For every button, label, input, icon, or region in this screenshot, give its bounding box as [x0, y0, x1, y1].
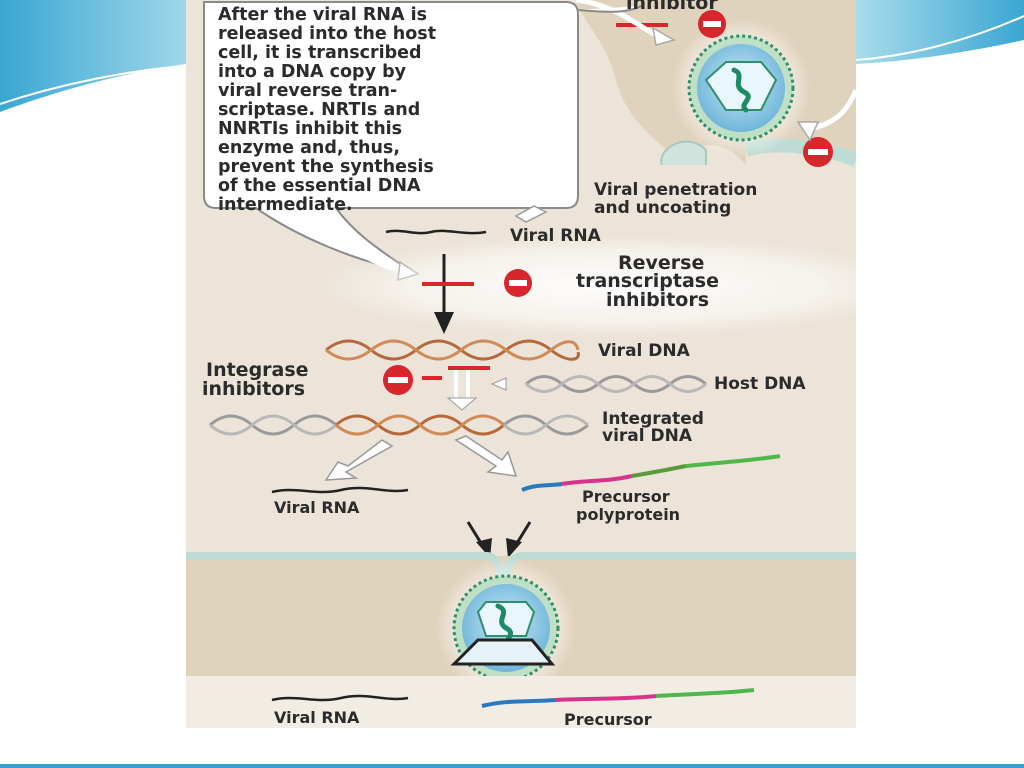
host-dna-label: Host DNA [714, 374, 806, 394]
viral-rna-label-1: Viral RNA [510, 226, 601, 246]
callout-line: prevent the synthesis [218, 157, 434, 177]
callout-line: released into the host [218, 24, 437, 44]
callout-line: After the viral RNA is [218, 5, 428, 25]
rt-inhibitors-label-3: inhibitors [606, 289, 710, 311]
viral-penetration-label: Viral penetration [594, 180, 758, 200]
viral-dna-helix [325, 339, 580, 361]
host-dna-helix [525, 375, 707, 393]
precursor-polyprotein-strand-1 [521, 454, 781, 492]
precursor-label-2: Precursor [564, 710, 652, 728]
integrated-dna-helix [209, 414, 589, 436]
precursor-polyprotein-label-2: polyprotein [576, 505, 681, 524]
viral-rna-strand-2 [271, 486, 409, 494]
callout-line: into a DNA copy by [218, 62, 407, 82]
rt-inhibitors-label-1: Reverse [618, 252, 705, 274]
precursor-polyprotein-label-1: Precursor [582, 487, 670, 506]
left-swoosh [0, 0, 186, 112]
integrated-dna-label-2: viral DNA [602, 426, 693, 446]
callout-line: scriptase. NRTIs and [218, 100, 421, 120]
diagram-art [186, 0, 856, 728]
integrase-inhibitor-symbol [383, 365, 490, 411]
rt-inhibitor-symbol [422, 269, 532, 297]
viral-rna-label-2: Viral RNA [274, 498, 360, 517]
inhibitor-symbol-right [803, 137, 833, 167]
virus-bottom [436, 558, 576, 698]
callout-line: intermediate. [218, 195, 353, 215]
viral-penetration-label-2: and uncoating [594, 198, 732, 218]
right-swoosh [856, 0, 1024, 64]
viral-rna-strand-1 [385, 229, 487, 235]
integrase-inhibitors-label-2: inhibitors [202, 378, 306, 400]
hiv-replication-diagram: After the viral RNA is released into the… [186, 0, 856, 728]
viral-rna-strand-3 [271, 694, 409, 702]
callout-line: viral reverse tran- [218, 81, 398, 101]
callout-line: cell, it is transcribed [218, 43, 422, 63]
virus-top [671, 18, 811, 158]
integrated-dna-label-1: Integrated [602, 409, 704, 429]
viral-rna-label-3: Viral RNA [274, 708, 360, 727]
rt-inhibitors-label-2: transcriptase [576, 270, 719, 292]
inhibitor-top-label: inhibitor [626, 0, 718, 14]
callout-line: of the essential DNA [218, 176, 421, 196]
callout-text: After the viral RNA is released into the… [218, 6, 548, 215]
viral-dna-label: Viral DNA [598, 341, 690, 361]
callout-line: enzyme and, thus, [218, 138, 400, 158]
precursor-polyprotein-strand-2 [481, 688, 755, 708]
integrase-inhibitors-label-1: Integrase [206, 359, 309, 381]
callout-line: NNRTIs inhibit this [218, 119, 403, 139]
